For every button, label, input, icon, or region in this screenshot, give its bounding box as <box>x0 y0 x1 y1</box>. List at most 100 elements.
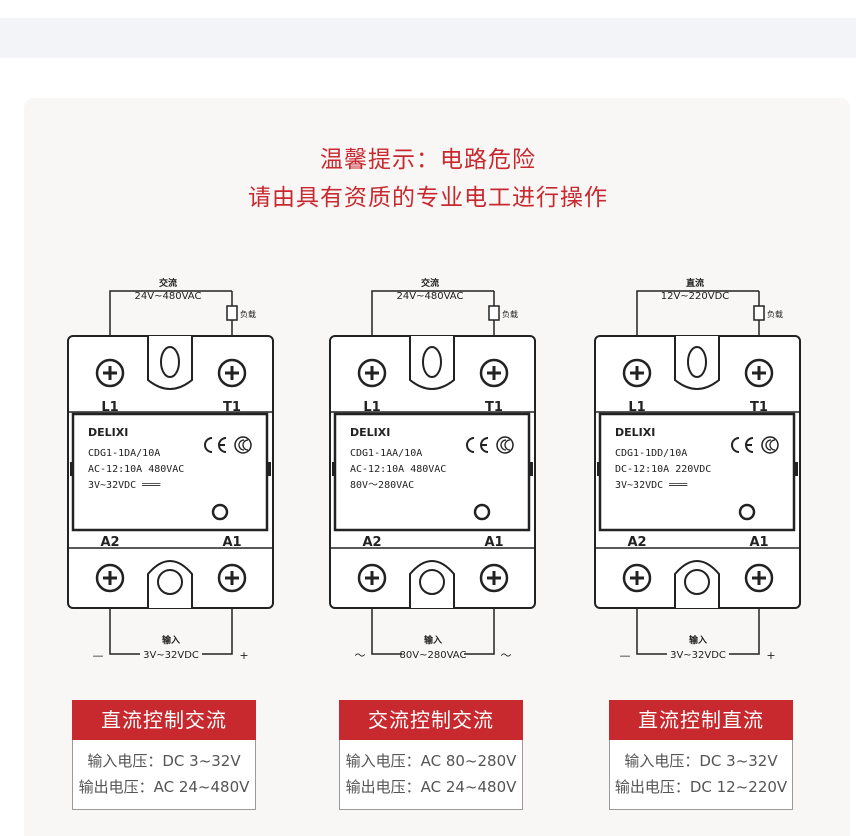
dc-dc-output-spec: 输出电压：DC 12~220V <box>614 778 788 796</box>
dc-ac-bottom-mount-hole <box>157 569 183 595</box>
dc-dc-bottom-wire-left <box>636 608 667 655</box>
ac-ac-bottom-wire-right <box>464 608 495 655</box>
dc-ac-terminal-a1: A1 <box>222 535 241 550</box>
dc-ac-bottom-label: 输入 <box>162 634 180 646</box>
ac-ac-spec-box: 输入电压：AC 80~280V 输出电压：AC 24~480V <box>339 740 523 810</box>
dc-dc-bottom-label: 输入 <box>689 634 707 646</box>
ac-ac-bottom-wire-left <box>371 608 402 655</box>
dc-ac-polarity-left: — <box>93 649 104 662</box>
dc-dc-top-label: 直流 <box>686 277 704 289</box>
warning-subtitle: 请由具有资质的专业电工进行操作 <box>248 185 608 211</box>
dc-dc-load-label: 负载 <box>767 309 783 319</box>
dc-ac-screw-a2-icon <box>95 563 125 593</box>
dc-ac-indicator-led <box>211 503 229 521</box>
dc-ac-load-resistor <box>226 305 238 321</box>
ac-ac-terminal-l1: L1 <box>363 400 380 415</box>
dc-ac-brand-logo: DELIXI <box>88 426 128 439</box>
dc-ac-rating: AC-12:10A 480VAC <box>88 464 184 475</box>
warning-title: 温馨提示：电路危险 <box>320 147 536 173</box>
dc-ac-bottom-voltage: 3V~32VDC <box>143 650 199 661</box>
dc-dc-terminal-a2: A2 <box>627 535 646 550</box>
ac-ac-top-mount-hole <box>422 346 442 378</box>
dc-dc-rating: DC-12:10A 220VDC <box>615 464 711 475</box>
ac-ac-screw-a2-icon <box>357 563 387 593</box>
dc-dc-brand-logo: DELIXI <box>615 426 655 439</box>
ac-ac-brand-logo: DELIXI <box>350 426 390 439</box>
dc-ac-control-range: 3V~32VDC ═══ <box>88 480 161 491</box>
dc-ac-top-mount-hole <box>160 346 180 378</box>
dc-dc-ccc-mark-icon <box>761 436 779 454</box>
dc-ac-screw-t1-icon <box>217 358 247 388</box>
dc-ac-terminal-a2: A2 <box>100 535 119 550</box>
ac-ac-terminal-a1: A1 <box>484 535 503 550</box>
dc-dc-screw-a2-icon <box>622 563 652 593</box>
ac-ac-top-voltage: 24V~480VAC <box>397 291 464 302</box>
ac-ac-rating: AC-12:10A 480VAC <box>350 464 446 475</box>
ac-ac-terminal-a2: A2 <box>362 535 381 550</box>
dc-ac-model: CDG1-1DA/10A <box>88 448 160 459</box>
dc-ac-screw-a1-icon <box>217 563 247 593</box>
dc-dc-top-voltage: 12V~220VDC <box>661 291 730 302</box>
top-bar <box>0 18 856 58</box>
ac-ac-control-range: 80V～280VAC <box>350 480 414 491</box>
ac-ac-bottom-mount-hole <box>419 569 445 595</box>
ac-ac-top-label: 交流 <box>421 277 439 289</box>
dc-ac-top-voltage: 24V~480VAC <box>135 291 202 302</box>
dc-dc-polarity-left: — <box>620 649 631 662</box>
dc-ac-caption-title: 直流控制交流 <box>72 700 256 740</box>
dc-ac-screw-l1-icon <box>95 358 125 388</box>
dc-dc-input-spec: 输入电压：DC 3~32V <box>624 752 778 770</box>
dc-dc-spec-box: 输入电压：DC 3~32V 输出电压：DC 12~220V <box>609 740 793 810</box>
dc-ac-output-spec: 输出电压：AC 24~480V <box>78 778 250 796</box>
ac-ac-caption-title: 交流控制交流 <box>339 700 523 740</box>
dc-dc-terminal-t1: T1 <box>750 400 768 415</box>
dc-ac-ccc-mark-icon <box>234 436 252 454</box>
dc-ac-top-label: 交流 <box>159 277 177 289</box>
dc-ac-ce-mark-icon <box>204 437 227 453</box>
dc-dc-caption-box: 直流控制直流输入电压：DC 3~32V 输出电压：DC 12~220V <box>609 700 793 810</box>
ac-ac-ce-mark-icon <box>466 437 489 453</box>
dc-dc-terminal-l1: L1 <box>628 400 645 415</box>
ac-ac-terminal-t1: T1 <box>485 400 503 415</box>
dc-dc-top-mount-hole <box>687 346 707 378</box>
dc-dc-screw-t1-icon <box>744 358 774 388</box>
dc-dc-control-range: 3V~32VDC ═══ <box>615 480 688 491</box>
dc-dc-polarity-right: + <box>766 649 775 662</box>
dc-dc-ce-mark-icon <box>731 437 754 453</box>
ac-ac-ccc-mark-icon <box>496 436 514 454</box>
dc-dc-load-resistor <box>753 305 765 321</box>
ac-ac-top-wire-left <box>371 290 494 336</box>
ac-ac-output-spec: 输出电压：AC 24~480V <box>345 778 517 796</box>
dc-ac-load-label: 负载 <box>240 309 256 319</box>
ac-ac-input-spec: 输入电压：AC 80~280V <box>345 752 517 770</box>
dc-dc-terminal-a1: A1 <box>749 535 768 550</box>
ac-ac-label-plate <box>333 412 531 532</box>
ac-ac-polarity-left: ～ <box>355 649 366 662</box>
dc-dc-caption-title: 直流控制直流 <box>609 700 793 740</box>
dc-dc-label-plate <box>598 412 796 532</box>
ac-ac-screw-t1-icon <box>479 358 509 388</box>
dc-dc-bottom-voltage: 3V~32VDC <box>670 650 726 661</box>
dc-dc-top-wire-left <box>636 290 759 336</box>
dc-ac-bottom-wire-left <box>109 608 140 655</box>
dc-dc-bottom-mount-hole <box>684 569 710 595</box>
ac-ac-load-label: 负载 <box>502 309 518 319</box>
dc-ac-polarity-right: + <box>239 649 248 662</box>
ac-ac-model: CDG1-1AA/10A <box>350 448 422 459</box>
dc-ac-bottom-wire-right <box>202 608 233 655</box>
ac-ac-caption-box: 交流控制交流输入电压：AC 80~280V 输出电压：AC 24~480V <box>339 700 523 810</box>
dc-dc-screw-a1-icon <box>744 563 774 593</box>
dc-dc-bottom-wire-right <box>729 608 760 655</box>
ac-ac-screw-l1-icon <box>357 358 387 388</box>
ac-ac-bottom-label: 输入 <box>424 634 442 646</box>
dc-ac-top-wire-left <box>109 290 232 336</box>
dc-dc-indicator-led <box>738 503 756 521</box>
ac-ac-polarity-right: ～ <box>501 649 512 662</box>
dc-ac-terminal-l1: L1 <box>101 400 118 415</box>
